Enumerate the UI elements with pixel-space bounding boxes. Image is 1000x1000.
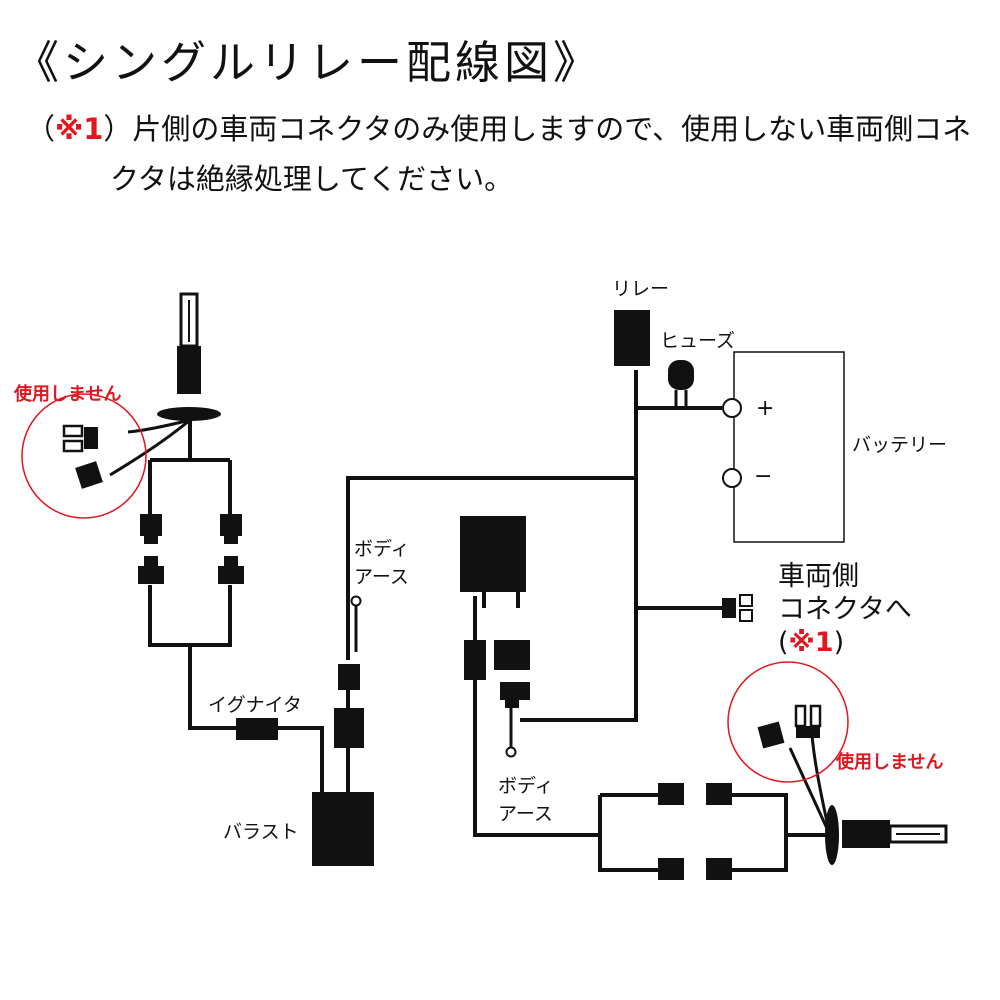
left-unused-circle	[21, 393, 147, 519]
ballast-box	[312, 792, 374, 866]
label-relay: リレー	[612, 278, 670, 300]
label-battery: バッテリー	[852, 434, 948, 456]
left-bulb-icon	[157, 292, 221, 421]
right-bulb-loop-wire	[598, 793, 830, 872]
vehicle-mark: ※1	[788, 627, 834, 658]
label-plus: +	[756, 396, 775, 421]
battery-icon	[722, 351, 845, 543]
body-earth-2-terminal	[505, 746, 517, 758]
right-ballast-connectors	[464, 640, 530, 708]
right-ballast-box	[460, 516, 526, 592]
label-fuse: ヒューズ	[660, 330, 736, 352]
vehicle-wire	[520, 478, 722, 722]
battery-plus-terminal	[722, 398, 742, 418]
right-bulb-icon	[825, 805, 948, 865]
label-ballast: バラスト	[223, 821, 299, 843]
right-unused-wires	[788, 734, 832, 836]
fuse-icon	[668, 360, 694, 408]
left-connectors	[138, 514, 244, 584]
right-connectors	[658, 783, 732, 880]
relay-main-wire	[346, 370, 638, 660]
page-title: 《シングルリレー配線図》	[14, 36, 603, 89]
right-unused-circle	[727, 661, 849, 783]
body-earth-1-terminal	[350, 595, 362, 607]
left-bulb-split-wire	[148, 420, 232, 515]
note-mark: ※1	[55, 112, 104, 146]
right-ballast-wire	[473, 596, 600, 837]
right-ballast-legs	[482, 590, 520, 608]
label-unused-right: 使用しません	[836, 752, 944, 773]
label-vehicle-connector: 車両側 コネクタへ (※1)	[778, 561, 912, 658]
left-unused-wires	[109, 418, 191, 477]
vehicle-connector-icon	[722, 594, 753, 622]
label-body-earth-1: ボディアース	[354, 538, 410, 588]
left-bulb-loop-wire	[148, 585, 236, 730]
relay-box	[614, 310, 650, 366]
note-text: （※1）片側の車両コネクタのみ使用しますので、使用しない車両側コネ クタは絶縁処…	[26, 104, 996, 204]
label-minus: −	[754, 464, 773, 489]
label-body-earth-2: ボディアース	[498, 775, 554, 825]
igniter-box	[236, 718, 278, 740]
note-line-1: （※1）片側の車両コネクタのみ使用しますので、使用しない車両側コネ	[26, 112, 972, 146]
ballast-connectors	[334, 664, 364, 748]
note-line-2: クタは絶縁処理してください。	[110, 162, 514, 196]
label-unused-left: 使用しません	[14, 384, 122, 405]
label-igniter: イグナイタ	[208, 694, 302, 716]
igniter-ballast-wire	[278, 726, 324, 793]
battery-minus-terminal	[722, 468, 742, 488]
